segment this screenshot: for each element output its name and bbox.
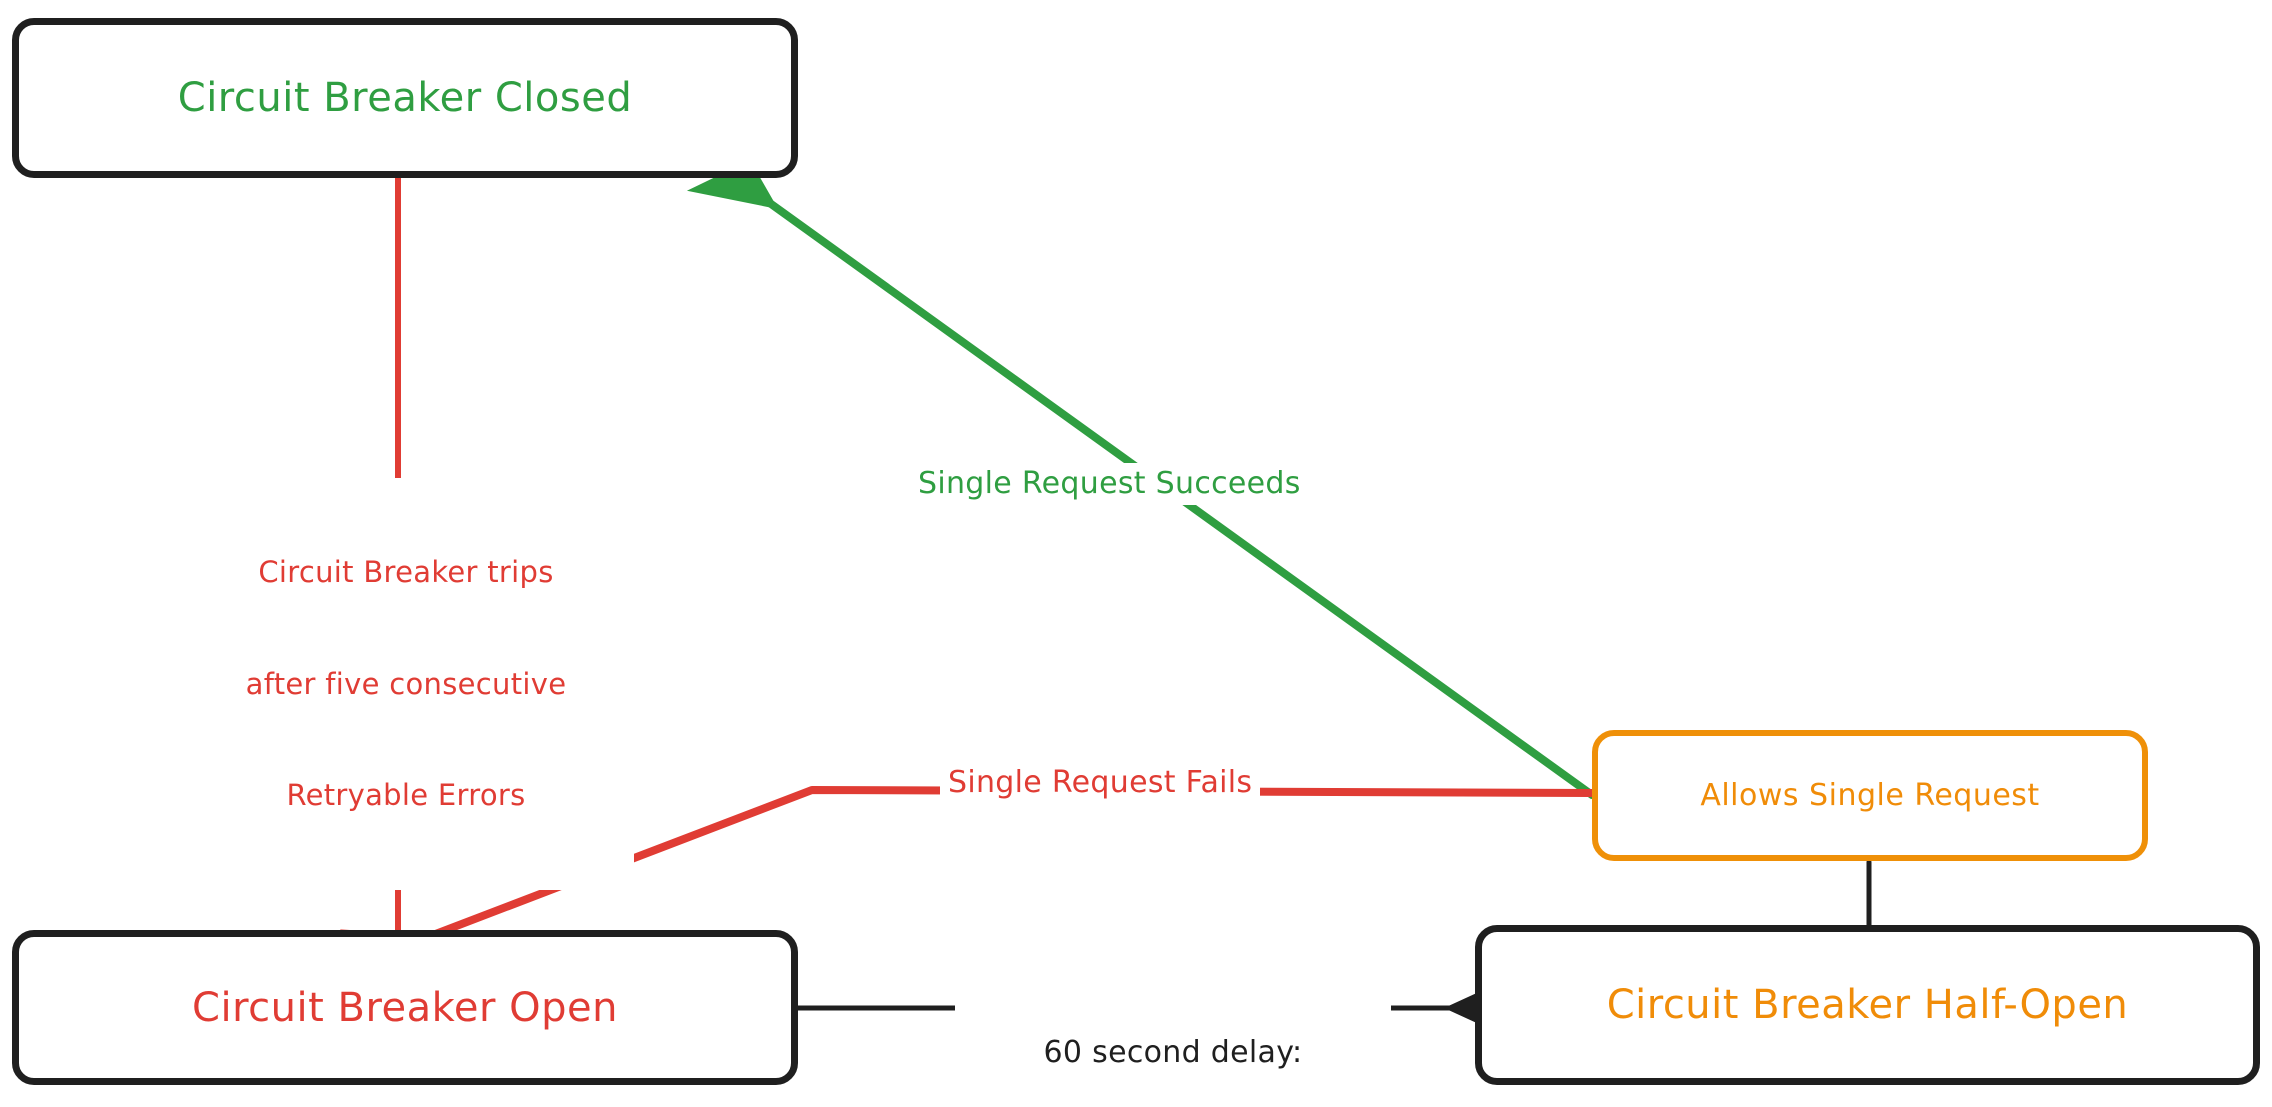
node-allows-single-request[interactable]: Allows Single Request [1592, 730, 2148, 861]
edge-allows-to-open [339, 786, 1596, 1002]
node-label-circuit-breaker-closed: Circuit Breaker Closed [177, 75, 633, 121]
node-label-circuit-breaker-open: Circuit Breaker Open [192, 984, 618, 1031]
node-label-circuit-breaker-half-open: Circuit Breaker Half-Open [1606, 982, 2129, 1028]
edge-allows-to-closed [686, 128, 1596, 799]
node-label-allows-single-request: Allows Single Request [1700, 778, 2040, 813]
node-circuit-breaker-closed[interactable]: Circuit Breaker Closed [12, 18, 798, 178]
node-circuit-breaker-open[interactable]: Circuit Breaker Open [12, 930, 798, 1085]
node-circuit-breaker-half-open[interactable]: Circuit Breaker Half-Open [1475, 925, 2260, 1085]
